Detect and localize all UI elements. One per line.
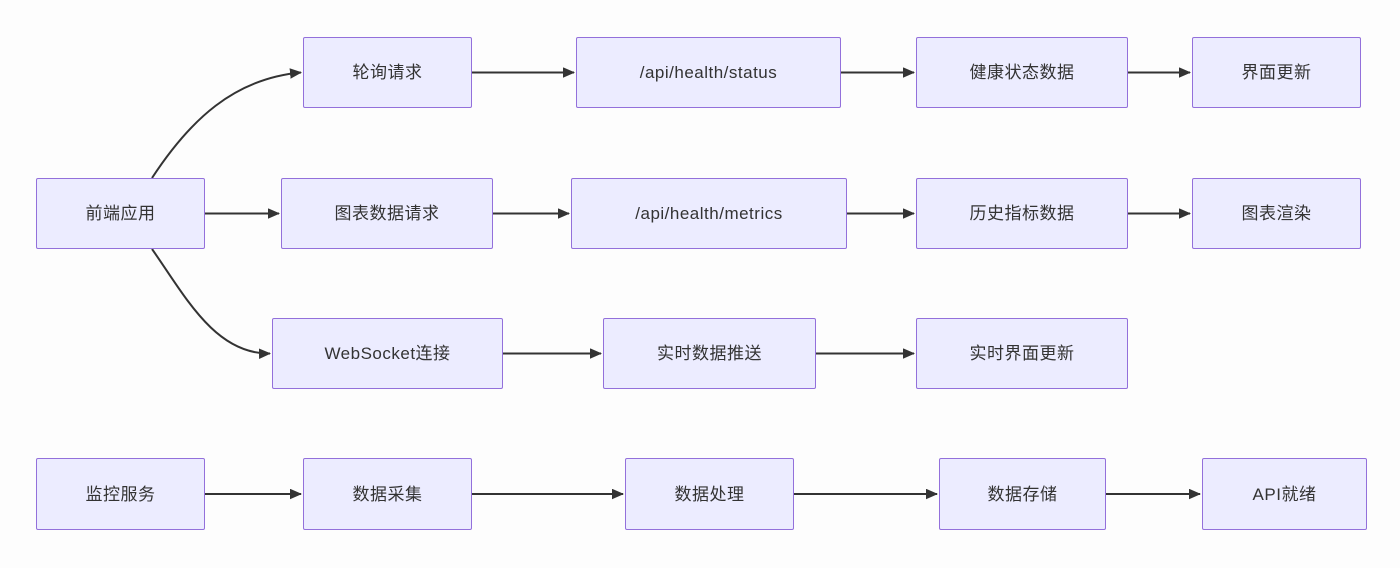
node-frontend-app: 前端应用: [36, 178, 205, 249]
node-label-realtime-ui-update: 实时界面更新: [969, 344, 1075, 363]
node-label-polling-request: 轮询请求: [352, 63, 423, 82]
node-label-ui-update: 界面更新: [1241, 63, 1312, 82]
node-label-chart-data-request: 图表数据请求: [334, 204, 440, 223]
node-polling-request: 轮询请求: [303, 37, 472, 108]
node-api-ready: API就绪: [1202, 458, 1367, 530]
node-label-api-ready: API就绪: [1252, 484, 1317, 504]
node-label-data-process: 数据处理: [674, 484, 745, 504]
node-label-realtime-data-push: 实时数据推送: [657, 344, 762, 363]
node-label-monitor-service: 监控服务: [85, 484, 156, 504]
node-monitor-service: 监控服务: [36, 458, 205, 530]
node-label-websocket-connect: WebSocket连接: [324, 344, 451, 363]
node-api-health-status: /api/health/status: [576, 37, 841, 108]
node-history-metrics-data: 历史指标数据: [916, 178, 1128, 249]
node-health-status-data: 健康状态数据: [916, 37, 1128, 108]
node-label-health-status-data: 健康状态数据: [969, 63, 1075, 82]
node-label-frontend-app: 前端应用: [85, 204, 156, 223]
node-label-data-collect: 数据采集: [352, 484, 423, 504]
edge-frontend-app-to-polling-request: [151, 68, 302, 179]
edge-frontend-app-to-websocket-connect: [151, 248, 271, 359]
node-realtime-data-push: 实时数据推送: [603, 318, 816, 389]
node-label-api-health-status: /api/health/status: [639, 63, 778, 82]
node-data-collect: 数据采集: [303, 458, 472, 530]
node-realtime-ui-update: 实时界面更新: [916, 318, 1128, 389]
node-chart-data-request: 图表数据请求: [281, 178, 493, 249]
node-ui-update: 界面更新: [1192, 37, 1361, 108]
node-label-api-health-metrics: /api/health/metrics: [635, 204, 783, 223]
node-label-history-metrics-data: 历史指标数据: [969, 204, 1075, 223]
node-data-process: 数据处理: [625, 458, 794, 530]
node-api-health-metrics: /api/health/metrics: [571, 178, 847, 249]
node-data-store: 数据存储: [939, 458, 1106, 530]
node-websocket-connect: WebSocket连接: [272, 318, 503, 389]
node-label-data-store: 数据存储: [987, 484, 1058, 504]
node-chart-render: 图表渲染: [1192, 178, 1361, 249]
node-label-chart-render: 图表渲染: [1241, 204, 1312, 223]
